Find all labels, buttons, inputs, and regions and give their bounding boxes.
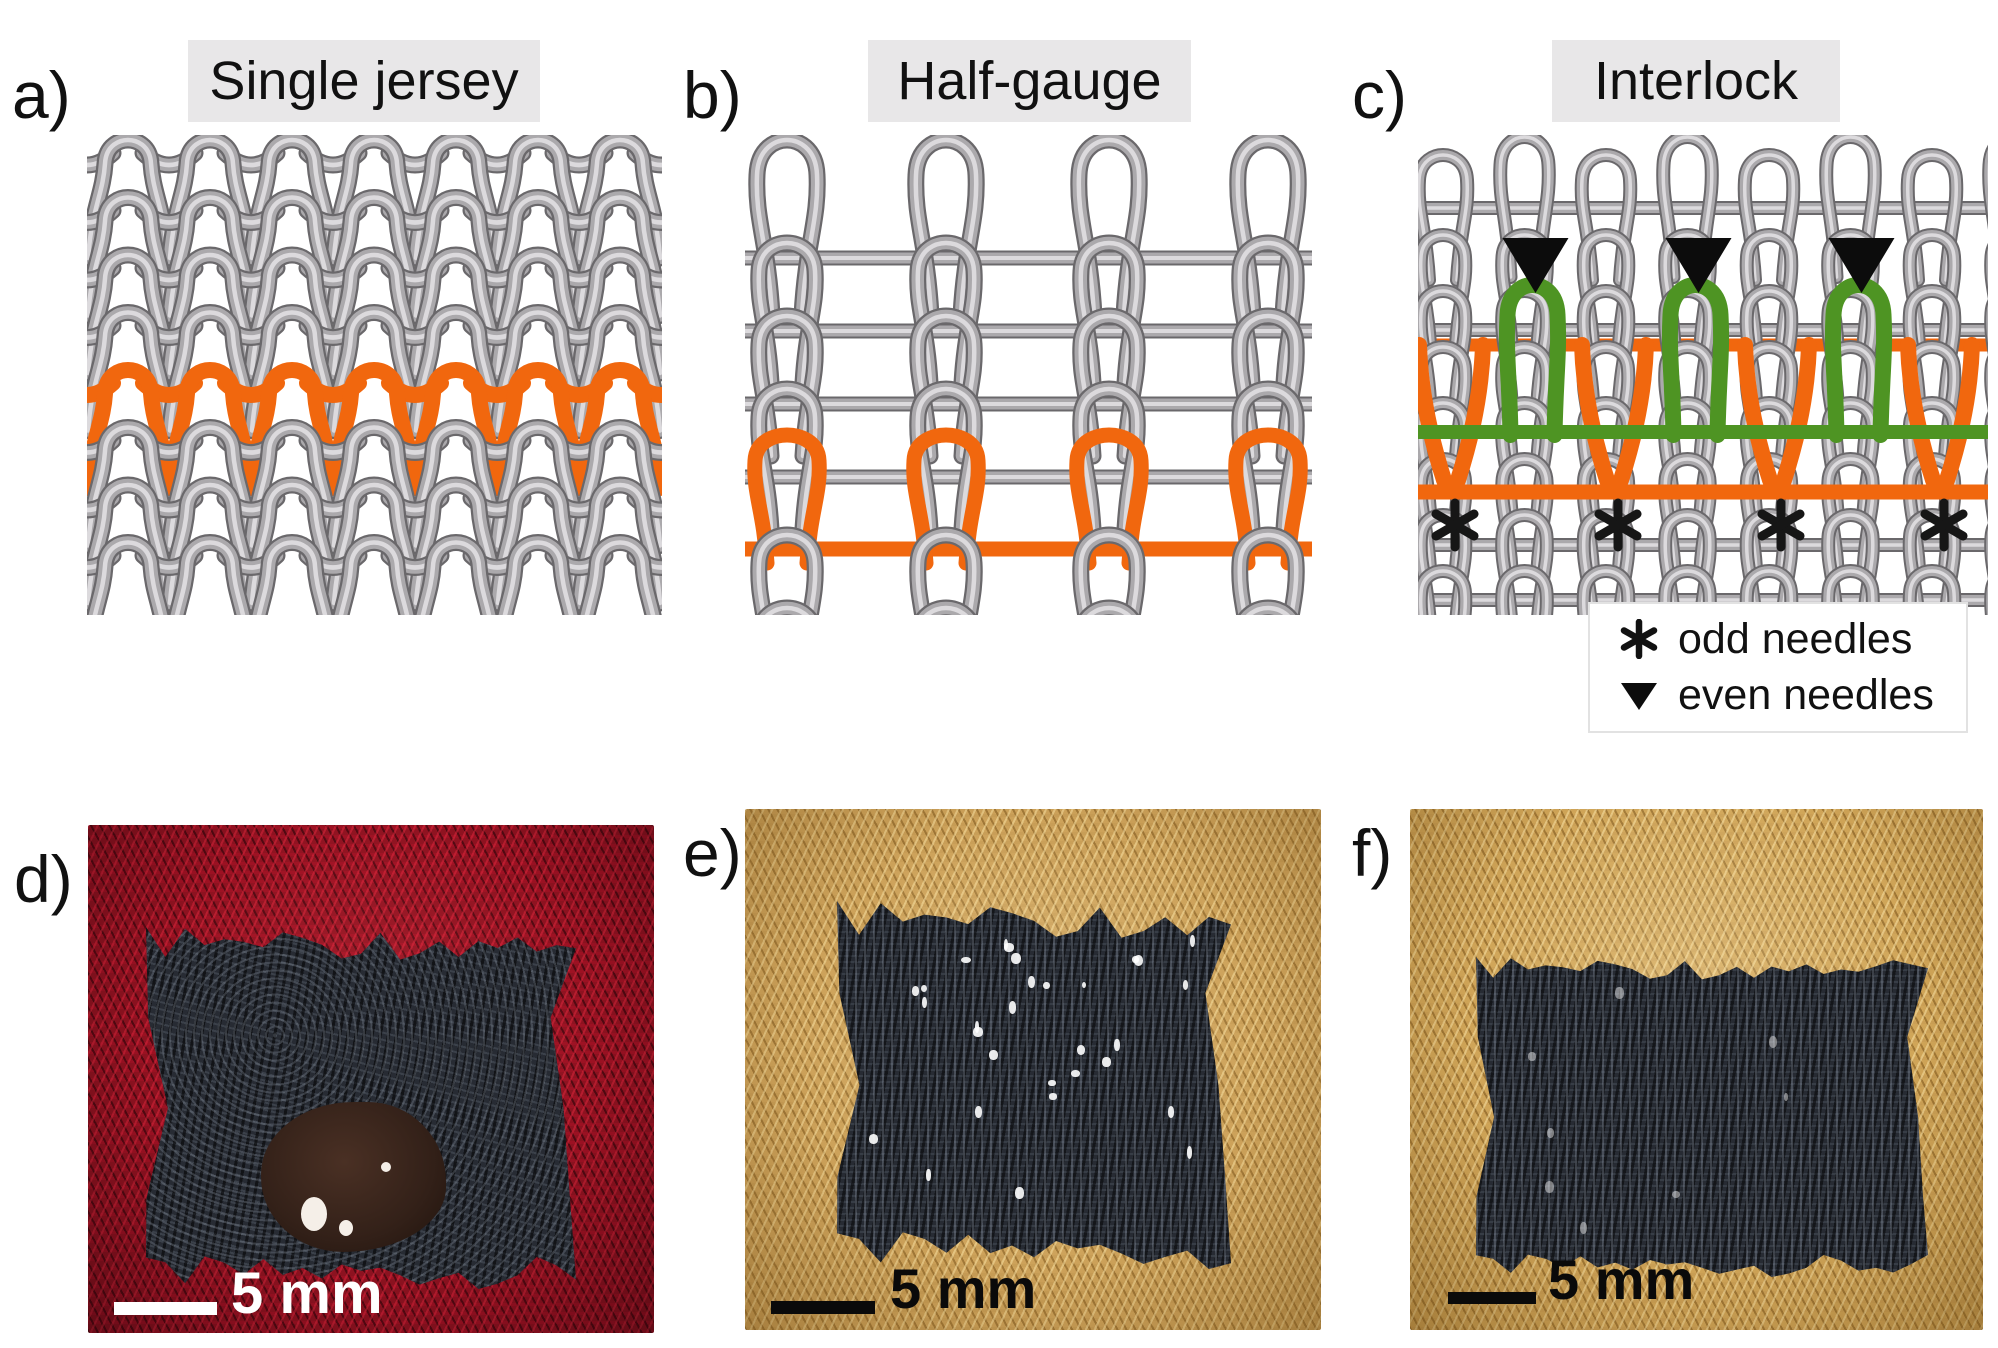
photo-half-gauge-sample: 5 mm <box>745 809 1321 1330</box>
patch-hole-speck <box>912 986 920 997</box>
patch-hole-speck <box>1182 980 1189 990</box>
patch-hole-speck <box>1028 975 1036 989</box>
patch-hole-speck <box>1048 1079 1056 1086</box>
dark-dense-patch <box>1476 957 1928 1277</box>
patch-hole-speck <box>1672 1190 1681 1199</box>
panel-label-c: c) <box>1352 58 1407 132</box>
dark-open-patch <box>837 901 1231 1269</box>
hole-glint <box>339 1220 353 1236</box>
patch-hole-speck <box>1768 1036 1778 1049</box>
scale-bar-label: 5 mm <box>231 1261 383 1326</box>
legend-row-odd-needles: ✱ odd needles <box>1590 614 1966 663</box>
panel-label-b: b) <box>683 58 742 132</box>
panel-label-a: a) <box>12 58 71 132</box>
patch-hole-speck <box>1102 1057 1111 1068</box>
hole-glint <box>381 1162 391 1172</box>
scale-bar <box>771 1301 875 1314</box>
patch-hole-speck <box>1546 1128 1554 1139</box>
dark-frayed-patch <box>146 927 576 1289</box>
patch-hole-speck <box>926 1169 931 1181</box>
patch-hole-speck <box>1186 1146 1193 1159</box>
patch-hole-speck <box>1011 953 1021 965</box>
title-half-gauge: Half-gauge <box>868 40 1191 122</box>
patch-hole-speck <box>1528 1051 1537 1061</box>
patch-hole-speck <box>975 1105 982 1118</box>
patch-hole-speck <box>1070 1070 1081 1078</box>
patch-hole-speck <box>1167 1106 1175 1119</box>
single-jersey-diagram <box>87 135 662 615</box>
patch-hole-speck <box>920 984 928 993</box>
patch-hole-speck <box>972 1027 983 1037</box>
patch-hole-speck <box>1545 1181 1555 1193</box>
torn-hole <box>261 1102 446 1252</box>
patch-hole-speck <box>1015 1187 1024 1199</box>
patch-hole-speck <box>1082 981 1087 989</box>
scale-bar <box>114 1302 217 1315</box>
patch-hole-speck <box>868 1134 879 1144</box>
patch-hole-speck <box>1784 1093 1789 1102</box>
needle-legend: ✱ odd needles ▼ even needles <box>1588 602 1968 733</box>
patch-hole-speck <box>1008 1001 1017 1014</box>
patch-hole-speck <box>989 1049 998 1060</box>
panel-label-f: f) <box>1352 816 1393 890</box>
triangle-down-icon <box>1621 682 1657 710</box>
panel-label-d: d) <box>14 842 73 916</box>
interlock-diagram <box>1418 135 1988 615</box>
legend-label-odd: odd needles <box>1678 614 1913 663</box>
patch-hole-speck <box>1048 1093 1058 1100</box>
scale-bar-label: 5 mm <box>1548 1248 1695 1311</box>
scale-bar <box>1448 1292 1536 1304</box>
patch-hole-speck <box>1114 1038 1120 1051</box>
patch-hole-speck <box>1076 1044 1085 1055</box>
title-interlock: Interlock <box>1552 40 1840 122</box>
legend-label-even: even needles <box>1678 671 1934 720</box>
patch-hole-speck <box>1132 956 1140 963</box>
photo-single-jersey-sample: 5 mm <box>88 825 654 1333</box>
panel-label-e: e) <box>683 816 742 890</box>
patch-hole-speck <box>1580 1221 1588 1235</box>
patch-hole-speck <box>960 956 971 964</box>
hole-glint <box>301 1197 327 1231</box>
patch-hole-speck <box>1004 943 1015 952</box>
scale-bar-label: 5 mm <box>890 1257 1037 1320</box>
title-single-jersey: Single jersey <box>188 40 540 122</box>
photo-interlock-sample: 5 mm <box>1410 809 1983 1330</box>
half-gauge-diagram <box>745 135 1312 615</box>
patch-hole-speck <box>1042 981 1050 990</box>
patch-hole-speck <box>1614 987 1624 999</box>
patch-hole-speck <box>922 996 927 1009</box>
legend-row-even-needles: ▼ even needles <box>1590 674 1966 717</box>
patch-hole-speck <box>1190 935 1196 948</box>
asterisk-icon <box>1620 619 1658 660</box>
